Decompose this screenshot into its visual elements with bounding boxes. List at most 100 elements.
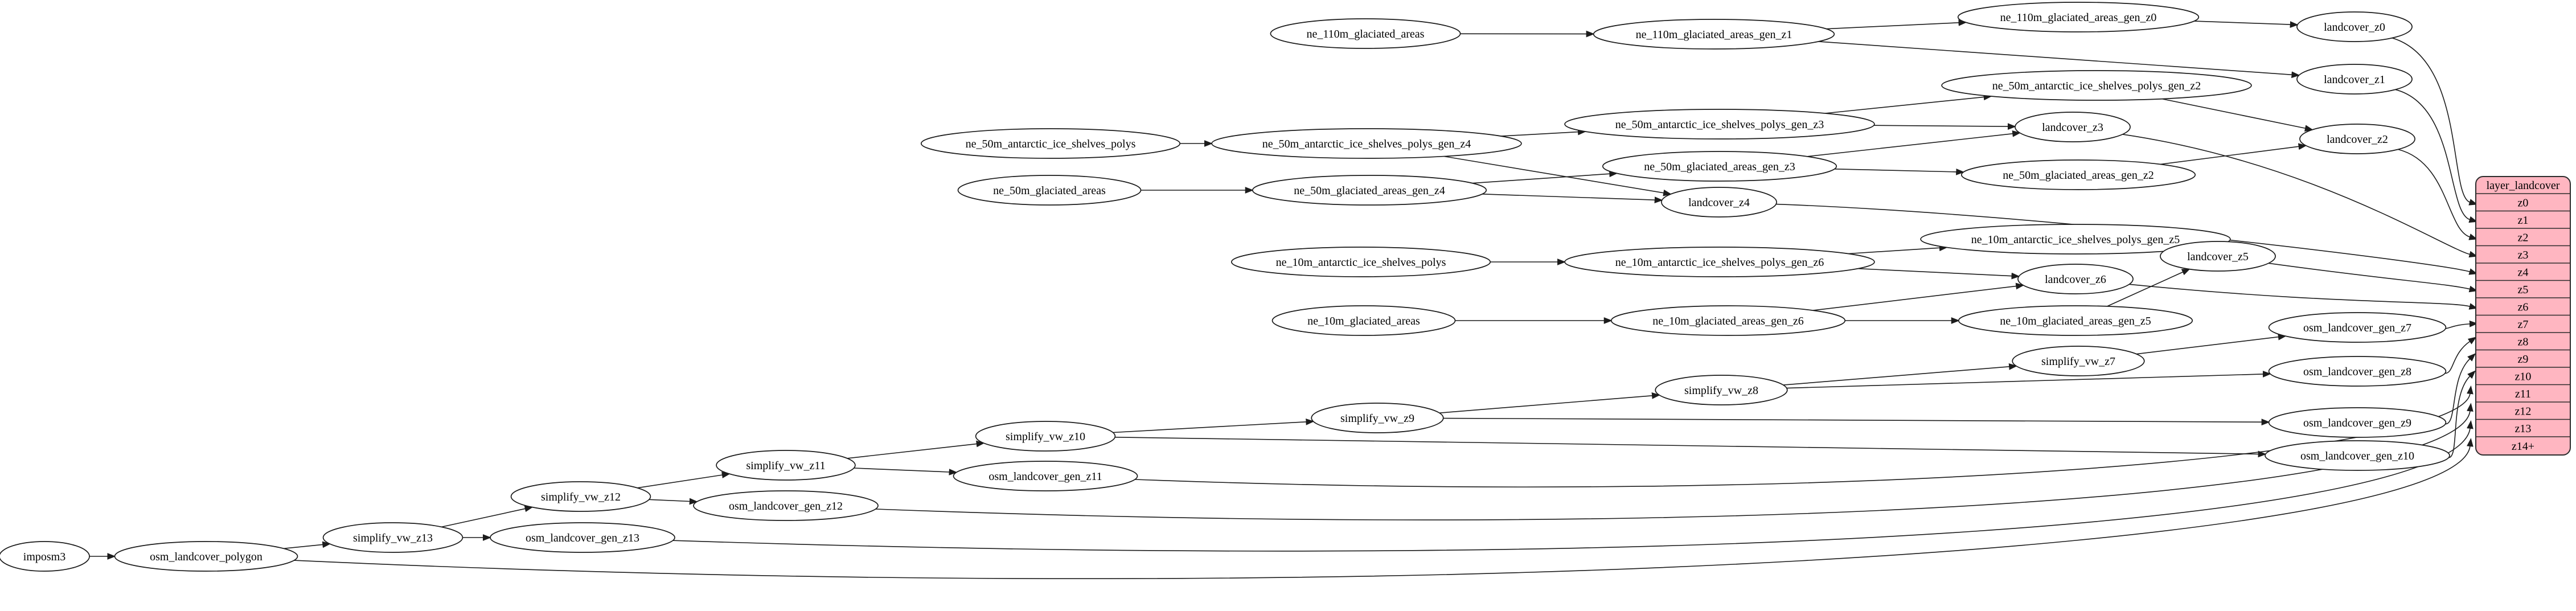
node-label-ne_50m_glaciated_areas_gen_z3: ne_50m_glaciated_areas_gen_z3 xyxy=(1644,161,1795,173)
node-label-simplify_vw_z10: simplify_vw_z10 xyxy=(1006,430,1085,443)
node-label-osm_landcover_gen_z7: osm_landcover_gen_z7 xyxy=(2303,322,2411,334)
table-row-z5: z5 xyxy=(2518,284,2529,296)
node-label-ne_10m_glaciated_areas: ne_10m_glaciated_areas xyxy=(1307,315,1420,327)
edge-landcover_z2-to-layer-landcover-z2 xyxy=(2398,149,2478,240)
node-label-ne_110m_glaciated_areas_gen_z1: ne_110m_glaciated_areas_gen_z1 xyxy=(1636,28,1792,41)
node-ellipse-landcover_z0 xyxy=(2296,11,2413,42)
node-ellipse-simplify_vw_z10 xyxy=(975,421,1116,452)
node-label-ne_50m_antarctic_ice_shelves_polys: ne_50m_antarctic_ice_shelves_polys xyxy=(966,138,1136,150)
edge-osm_landcover_gen_z12-to-layer-landcover-z12 xyxy=(875,403,2474,520)
node-ne_10m_glaciated_areas_gen_z5: ne_10m_glaciated_areas_gen_z5 xyxy=(1958,305,2193,336)
node-ellipse-ne_110m_glaciated_areas xyxy=(1270,18,1461,49)
edge-simplify_vw_z8-to-osm_landcover_gen_z8 xyxy=(1786,371,2271,389)
node-label-osm_landcover_gen_z9: osm_landcover_gen_z9 xyxy=(2303,417,2411,429)
node-ne_50m_antarctic_ice_shelves_polys_gen_z2: ne_50m_antarctic_ice_shelves_polys_gen_z… xyxy=(1941,70,2252,101)
edge-landcover_z6-to-layer-landcover-z6 xyxy=(2129,284,2478,310)
node-ellipse-ne_50m_glaciated_areas_gen_z3 xyxy=(1602,151,1837,182)
table-row-z8: z8 xyxy=(2518,335,2529,348)
node-ne_50m_antarctic_ice_shelves_polys: ne_50m_antarctic_ice_shelves_polys xyxy=(920,128,1181,159)
edge-ne_50m_antarctic_ice_shelves_polys_gen_z4-to-landcover_z4 xyxy=(1443,155,1672,196)
node-ellipse-landcover_z5 xyxy=(2160,241,2276,272)
edge-ne_50m_glaciated_areas_gen_z3-to-ne_50m_glaciated_areas_gen_z2 xyxy=(1834,168,1965,175)
table-row-z13: z13 xyxy=(2515,423,2532,435)
node-label-osm_landcover_gen_z11: osm_landcover_gen_z11 xyxy=(988,470,1102,483)
table-row-z14+: z14+ xyxy=(2512,440,2534,453)
edge-simplify_vw_z11-to-simplify_vw_z10 xyxy=(847,440,985,459)
node-ne_50m_glaciated_areas_gen_z4: ne_50m_glaciated_areas_gen_z4 xyxy=(1252,175,1487,206)
node-imposm3: imposm3 xyxy=(0,541,90,572)
node-label-imposm3: imposm3 xyxy=(23,551,65,563)
node-ellipse-ne_10m_glaciated_areas_gen_z6 xyxy=(1610,305,1846,336)
node-simplify_vw_z9: simplify_vw_z9 xyxy=(1311,403,1444,433)
edge-ne_110m_glaciated_areas_gen_z0-to-landcover_z0 xyxy=(2194,20,2299,28)
table-row-z10: z10 xyxy=(2515,370,2532,383)
node-osm_landcover_gen_z13: osm_landcover_gen_z13 xyxy=(490,522,675,553)
edge-ne_10m_glaciated_areas_gen_z5-to-landcover_z5 xyxy=(2107,268,2191,307)
node-label-ne_110m_glaciated_areas_gen_z0: ne_110m_glaciated_areas_gen_z0 xyxy=(2000,11,2157,24)
node-label-landcover_z4: landcover_z4 xyxy=(1688,196,1750,209)
node-landcover_z0: landcover_z0 xyxy=(2296,11,2413,42)
edge-ne_50m_glaciated_areas_gen_z3-to-landcover_z3 xyxy=(1807,130,2021,157)
edge-ne_50m_glaciated_areas_gen_z4-to-ne_50m_glaciated_areas_gen_z3 xyxy=(1472,170,1618,184)
node-ellipse-ne_50m_glaciated_areas_gen_z4 xyxy=(1252,175,1487,206)
node-ne_110m_glaciated_areas_gen_z1: ne_110m_glaciated_areas_gen_z1 xyxy=(1593,19,1835,50)
node-ne_10m_glaciated_areas_gen_z6: ne_10m_glaciated_areas_gen_z6 xyxy=(1610,305,1846,336)
edge-ne_110m_glaciated_areas_gen_z1-to-landcover_z1 xyxy=(1818,41,2300,79)
edge-landcover_z5-to-layer-landcover-z5 xyxy=(2268,263,2478,293)
table-row-z12: z12 xyxy=(2515,405,2532,417)
node-label-ne_50m_antarctic_ice_shelves_polys_gen_z3: ne_50m_antarctic_ice_shelves_polys_gen_z… xyxy=(1615,118,1824,131)
node-simplify_vw_z8: simplify_vw_z8 xyxy=(1655,375,1788,405)
node-ellipse-ne_50m_glaciated_areas_gen_z2 xyxy=(1960,159,2196,190)
node-ellipse-landcover_z2 xyxy=(2299,124,2415,154)
edge-simplify_vw_z13-to-simplify_vw_z12 xyxy=(441,505,534,528)
node-ellipse-simplify_vw_z7 xyxy=(2012,346,2145,376)
node-label-landcover_z0: landcover_z0 xyxy=(2324,21,2385,34)
node-ellipse-ne_50m_antarctic_ice_shelves_polys xyxy=(920,128,1181,159)
node-label-landcover_z3: landcover_z3 xyxy=(2042,121,2103,134)
node-ne_50m_glaciated_areas: ne_50m_glaciated_areas xyxy=(957,175,1142,206)
node-label-ne_10m_glaciated_areas_gen_z6: ne_10m_glaciated_areas_gen_z6 xyxy=(1652,315,1803,327)
edge-ne_50m_antarctic_ice_shelves_polys_gen_z4-to-ne_50m_antarctic_ice_shelves_polys_gen_z3 xyxy=(1500,128,1587,137)
node-simplify_vw_z7: simplify_vw_z7 xyxy=(2012,346,2145,376)
node-ellipse-simplify_vw_z13 xyxy=(322,522,463,553)
node-ellipse-landcover_z4 xyxy=(1661,187,1777,218)
node-osm_landcover_gen_z7: osm_landcover_gen_z7 xyxy=(2268,312,2447,343)
node-ellipse-osm_landcover_gen_z10 xyxy=(2265,440,2450,471)
node-ellipse-ne_10m_antarctic_ice_shelves_polys xyxy=(1230,247,1491,277)
edge-simplify_vw_z10-to-osm_landcover_gen_z10 xyxy=(1115,437,2267,458)
node-ellipse-osm_landcover_gen_z11 xyxy=(953,461,1138,491)
node-label-simplify_vw_z12: simplify_vw_z12 xyxy=(541,491,621,503)
node-ne_50m_glaciated_areas_gen_z3: ne_50m_glaciated_areas_gen_z3 xyxy=(1602,151,1837,182)
node-ellipse-ne_10m_antarctic_ice_shelves_polys_gen_z5 xyxy=(1920,224,2231,255)
node-landcover_z2: landcover_z2 xyxy=(2299,124,2415,154)
table-row-z1: z1 xyxy=(2518,214,2529,227)
table-row-z3: z3 xyxy=(2518,249,2529,261)
edge-landcover_z1-to-layer-landcover-z1 xyxy=(2395,89,2478,223)
node-label-landcover_z2: landcover_z2 xyxy=(2327,133,2388,146)
node-label-ne_110m_glaciated_areas: ne_110m_glaciated_areas xyxy=(1307,28,1425,40)
edge-simplify_vw_z12-to-simplify_vw_z11 xyxy=(637,471,731,489)
table-row-z0: z0 xyxy=(2518,196,2529,209)
node-label-landcover_z6: landcover_z6 xyxy=(2045,273,2106,286)
node-landcover_z4: landcover_z4 xyxy=(1661,187,1777,218)
node-ellipse-imposm3 xyxy=(0,541,90,572)
node-ellipse-simplify_vw_z8 xyxy=(1655,375,1788,405)
edge-ne_50m_antarctic_ice_shelves_polys_gen_z3-to-ne_50m_antarctic_ice_shelves_polys_gen_z2 xyxy=(1825,93,1992,114)
node-simplify_vw_z12: simplify_vw_z12 xyxy=(510,481,651,512)
node-simplify_vw_z13: simplify_vw_z13 xyxy=(322,522,463,553)
table-row-z4: z4 xyxy=(2518,266,2529,278)
node-ne_50m_antarctic_ice_shelves_polys_gen_z3: ne_50m_antarctic_ice_shelves_polys_gen_z… xyxy=(1564,109,1875,140)
node-simplify_vw_z11: simplify_vw_z11 xyxy=(716,450,856,481)
node-ellipse-ne_110m_glaciated_areas_gen_z0 xyxy=(1957,2,2200,32)
edge-osm_landcover_gen_z10-to-layer-landcover-z10 xyxy=(2448,370,2476,458)
edge-simplify_vw_z11-to-osm_landcover_gen_z11 xyxy=(854,468,958,475)
edge-simplify_vw_z8-to-simplify_vw_z7 xyxy=(1783,363,2018,386)
edge-landcover_z0-to-layer-landcover-z0 xyxy=(2392,37,2478,206)
node-ne_10m_antarctic_ice_shelves_polys: ne_10m_antarctic_ice_shelves_polys xyxy=(1230,247,1491,277)
node-label-ne_50m_glaciated_areas_gen_z2: ne_50m_glaciated_areas_gen_z2 xyxy=(2003,169,2153,182)
node-label-osm_landcover_gen_z8: osm_landcover_gen_z8 xyxy=(2303,366,2411,378)
node-label-landcover_z1: landcover_z1 xyxy=(2324,73,2385,86)
node-ellipse-osm_landcover_polygon xyxy=(114,541,298,572)
